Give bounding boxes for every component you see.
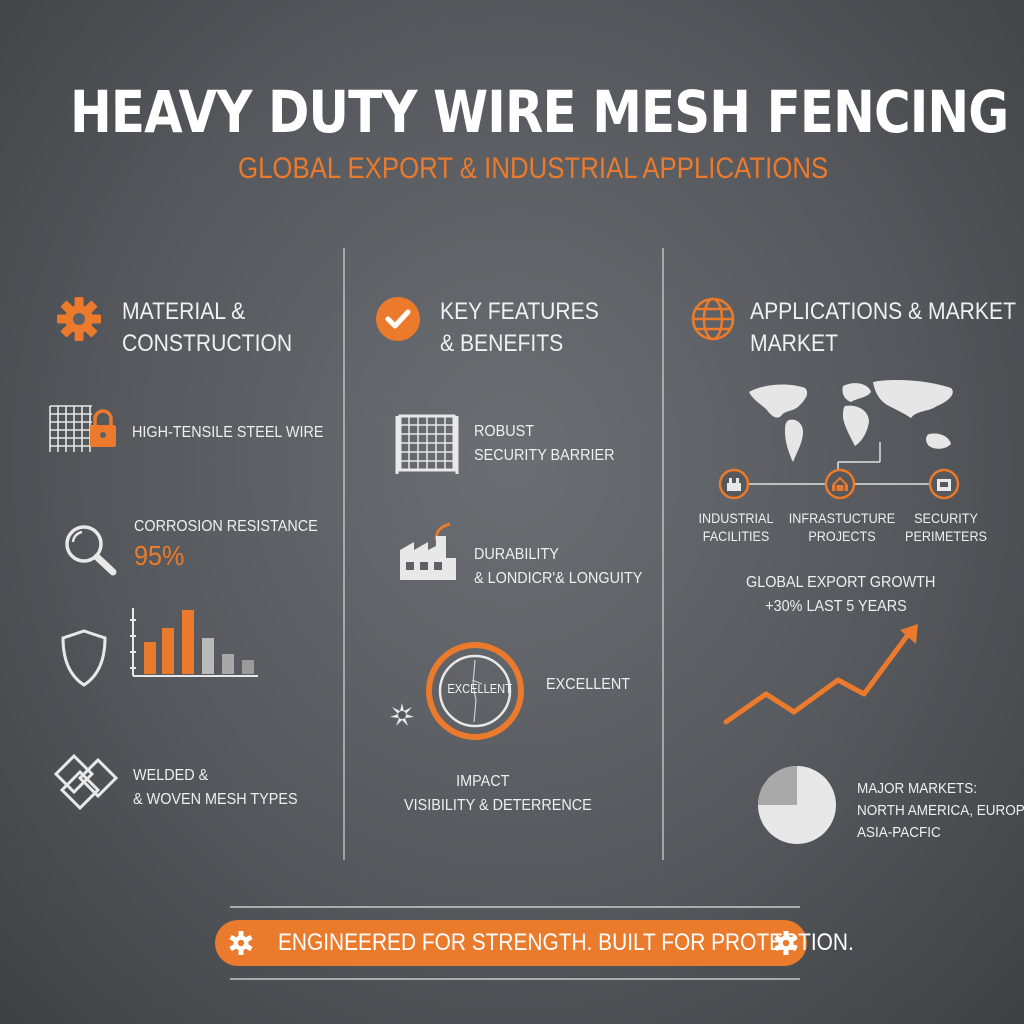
features-column-title: KEY FEATURES & BENEFITS bbox=[440, 298, 599, 357]
security-barrier-label: ROBUST SECURITY BARRIER bbox=[474, 423, 615, 464]
footer-rule-top bbox=[230, 906, 800, 908]
footer-banner bbox=[215, 920, 807, 966]
infrastructure-icon bbox=[824, 468, 856, 505]
impact-visibility-label: IMPACT VISIBILITY & DETERRENCE bbox=[404, 773, 592, 814]
growth-trend-icon bbox=[722, 624, 922, 733]
page-title: HEAVY DUTY WIRE MESH FENCING bbox=[70, 78, 1009, 146]
applications-column-title: APPLICATIONS & MARKET MARKET bbox=[750, 298, 1017, 357]
woven-mesh-icon bbox=[52, 752, 120, 817]
impact-side-label: EXCELLENT bbox=[546, 676, 631, 693]
export-growth-label: GLOBAL EXPORT GROWTH +30% LAST 5 YEARS bbox=[746, 574, 936, 615]
globe-icon bbox=[690, 296, 736, 347]
mesh-lock-icon bbox=[48, 404, 122, 459]
footer-tagline: ENGINEERED FOR STRENGTH. BUILT FOR PROTE… bbox=[278, 929, 854, 956]
world-map-icon bbox=[745, 376, 971, 471]
impact-rating-badge bbox=[424, 640, 526, 747]
mesh-types-label: WELDED & & WOVEN MESH TYPES bbox=[133, 767, 298, 808]
industrial-icon bbox=[718, 468, 750, 505]
corrosion-resistance-value: 95% bbox=[134, 540, 185, 571]
column-divider-right bbox=[662, 248, 664, 860]
shield-icon bbox=[60, 628, 108, 693]
footer-rule-bottom bbox=[230, 978, 800, 980]
impact-badge-text: EXCELLENT bbox=[447, 681, 512, 696]
durability-label: DURABILITY & LONDICR'& LONGUITY bbox=[474, 546, 643, 587]
impact-burst-icon bbox=[390, 703, 414, 732]
fence-icon bbox=[394, 412, 460, 481]
bar-chart-icon bbox=[130, 604, 260, 683]
high-tensile-wire-label: HIGH-TENSILE STEEL WIRE bbox=[132, 424, 324, 441]
column-divider-left bbox=[343, 248, 345, 860]
security-icon bbox=[928, 468, 960, 505]
node-infrastructure-label: INFRASTUCTURE PROJECTS bbox=[788, 510, 896, 544]
node-industrial-label: INDUSTRIAL FACILITIES bbox=[698, 510, 774, 544]
gear-icon bbox=[56, 296, 102, 347]
material-column-title: MATERIAL & CONSTRUCTION bbox=[122, 298, 293, 357]
page-subtitle: GLOBAL EXPORT & INDUSTRIAL APPLICATIONS bbox=[238, 152, 829, 185]
corrosion-resistance-label: CORROSION RESISTANCE bbox=[134, 518, 318, 535]
check-circle-icon bbox=[375, 296, 421, 347]
factory-icon bbox=[396, 520, 462, 587]
footer-gear-icon-left bbox=[229, 931, 253, 960]
pie-chart-icon bbox=[756, 764, 838, 851]
magnifier-icon bbox=[62, 522, 118, 581]
node-security-label: SECURITY PERIMETERS bbox=[905, 510, 987, 544]
footer-gear-icon-right bbox=[774, 931, 798, 960]
major-markets-label: MAJOR MARKETS: NORTH AMERICA, EUROPE, AS… bbox=[857, 780, 1024, 841]
